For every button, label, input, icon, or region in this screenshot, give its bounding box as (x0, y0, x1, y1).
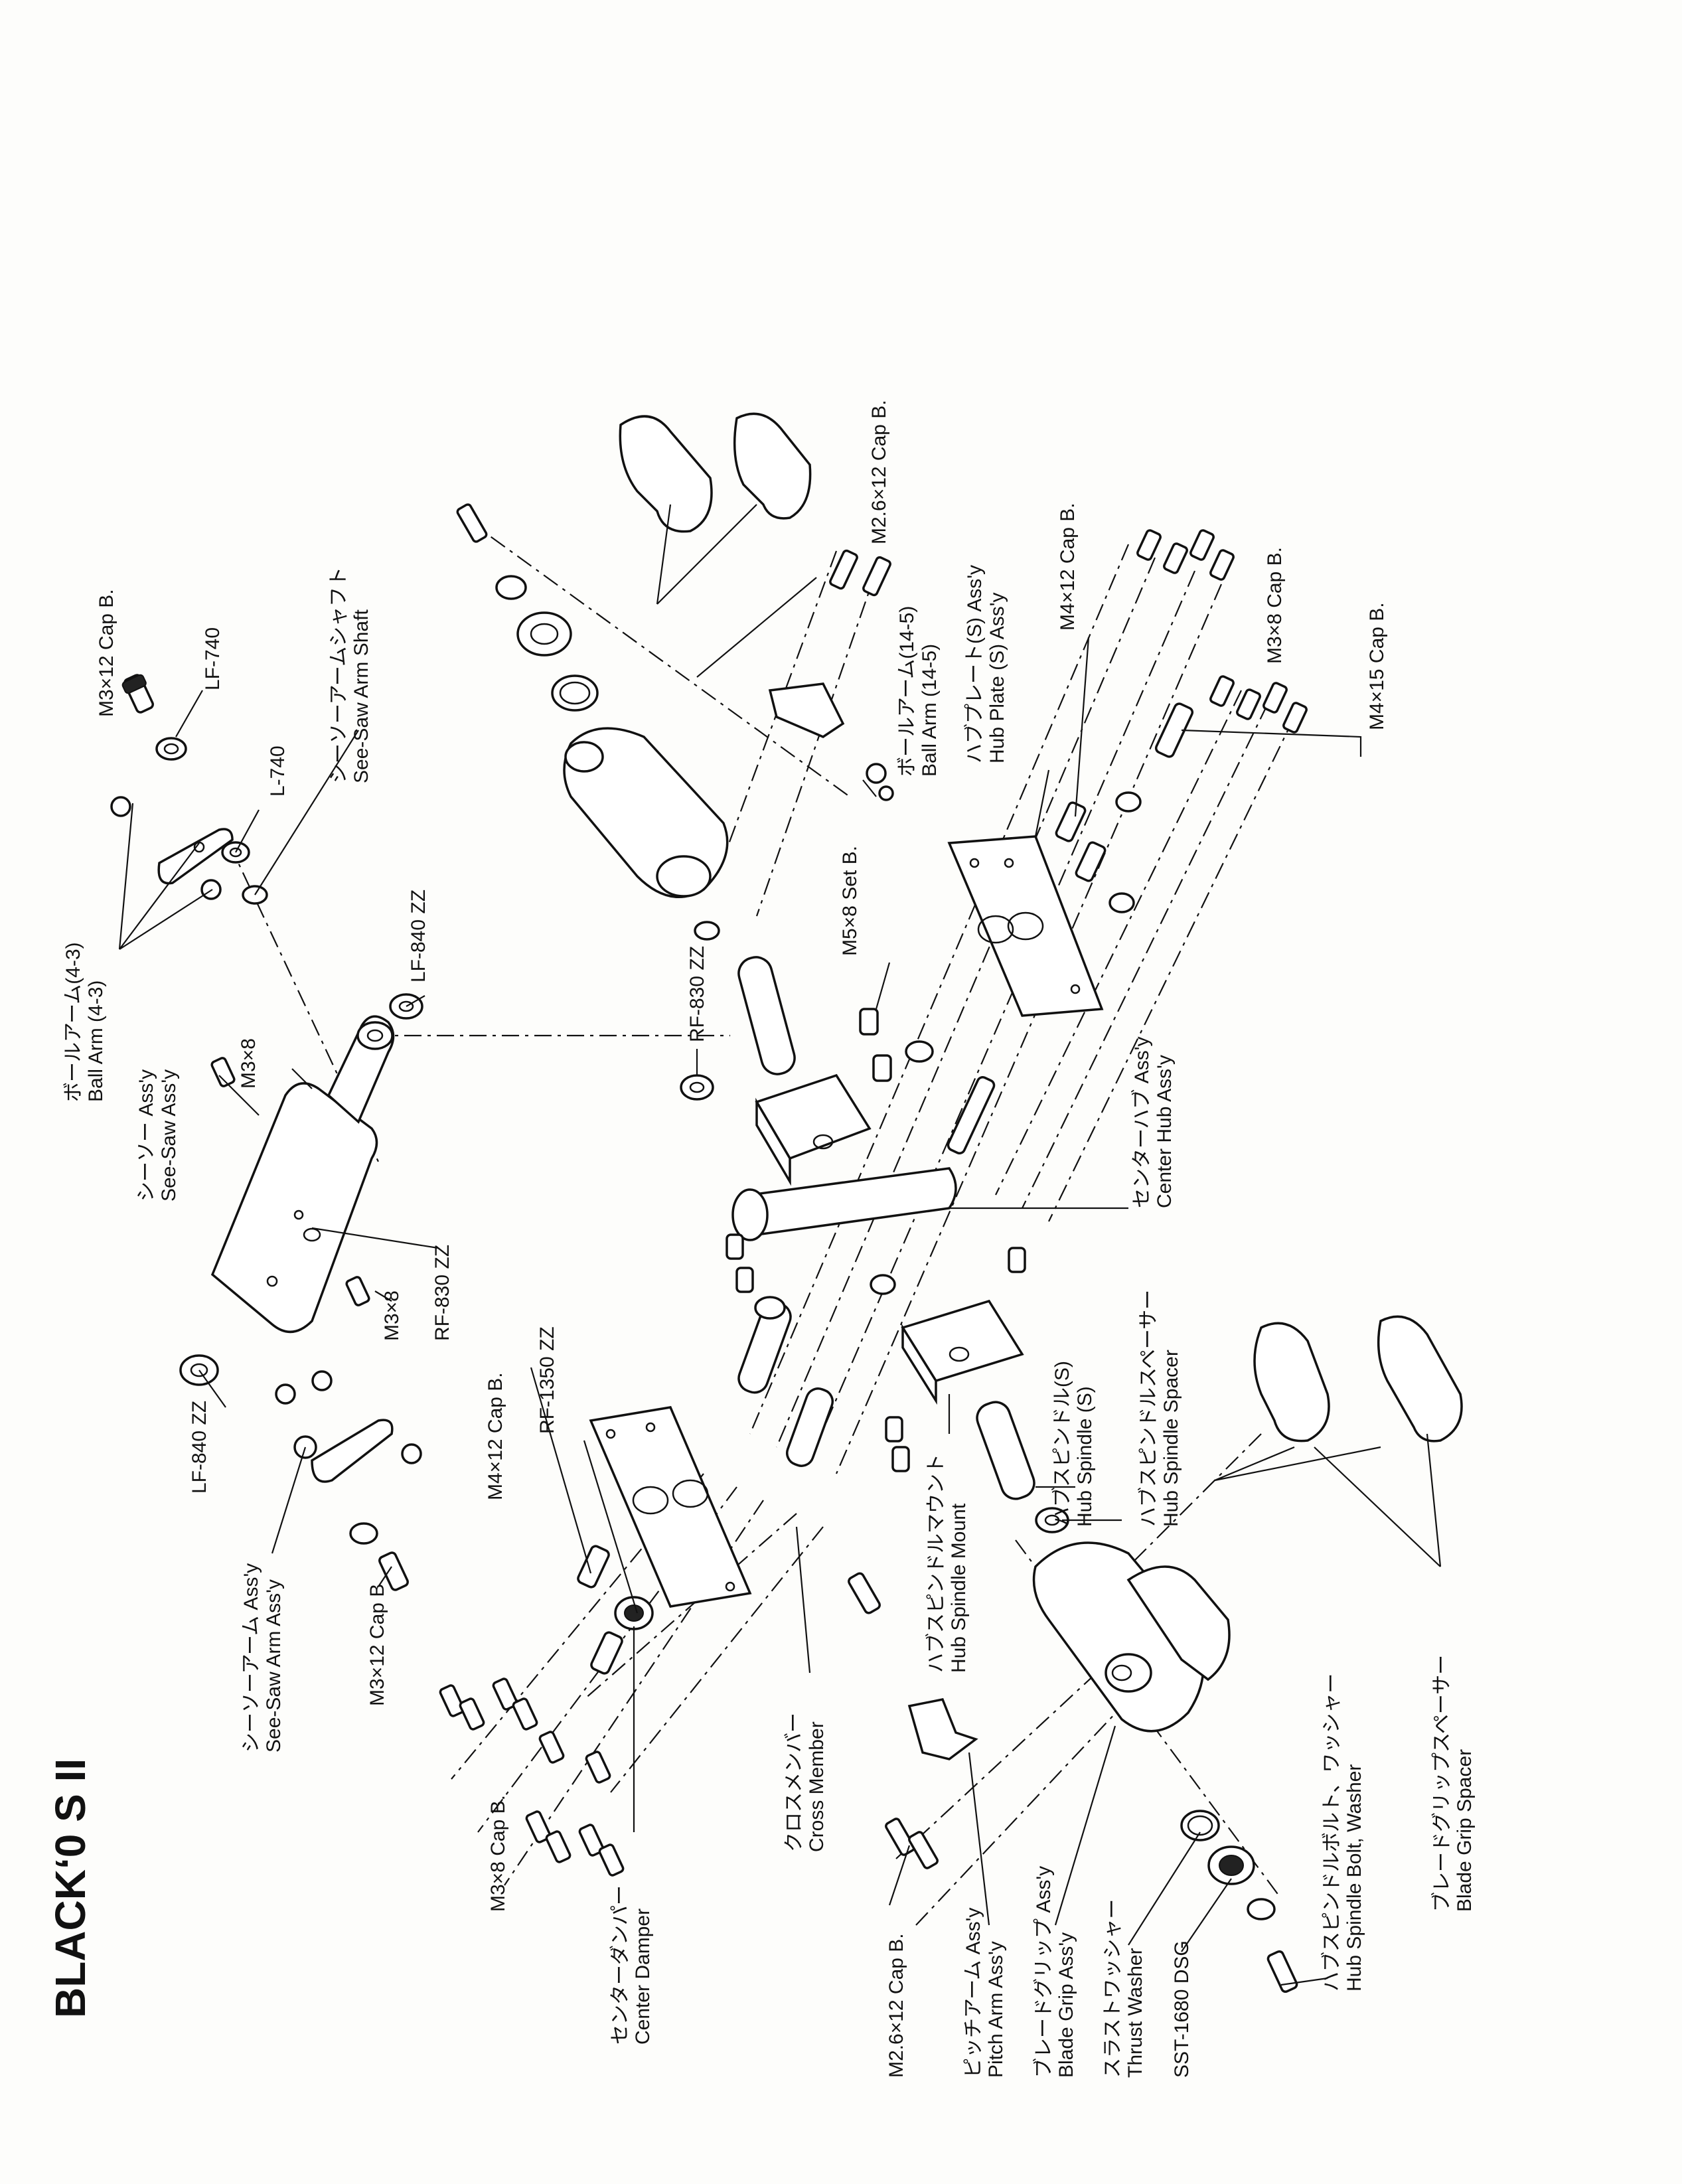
blade-grip-assy-lower (1032, 1541, 1231, 1733)
label-center-damper-jp: センターダンパー (609, 1885, 631, 2045)
ball-arm-14-5 (768, 682, 894, 801)
label-blade-grip-spacer-en: Blade Grip Spacer (1454, 1749, 1476, 1912)
set-screws-cluster (726, 1233, 1026, 1472)
thrust-washer-bottom (1180, 1810, 1220, 1841)
m4x12-bolts-left (577, 1545, 623, 1675)
label-hub-spindle-en: Hub Spindle (S) (1074, 1386, 1096, 1527)
label-blade-grip-en: Blade Grip Ass'y (1055, 1932, 1077, 2078)
label-m4x12-cap-b-right: M4×12 Cap B. (1057, 503, 1079, 631)
m5x8-set-b (859, 1008, 892, 1082)
part-labels: M3×12 Cap B. LF-740 L-740 シーソーアームシャフト Se… (62, 400, 1476, 2078)
label-hub-bolt-jp: ハブスピンドルボルト、ワッシャー (1321, 1674, 1343, 1991)
label-l740: L-740 (267, 745, 289, 797)
label-rf1350: RF-1350 ZZ (536, 1326, 558, 1434)
center-damper-top (737, 956, 796, 1075)
l740-bearing (221, 841, 250, 864)
label-rf830-mid: RF-830 ZZ (686, 946, 708, 1042)
label-hub-spindle-spacer-jp: ハブスピンドルスペーサー (1138, 1290, 1160, 1527)
m3x8-bolts-bottom-left (439, 1677, 625, 1877)
blade-grip-spacer-upper (619, 412, 812, 533)
seesaw-arm-assy-lower (275, 1370, 422, 1591)
label-m4x15-cap-b: M4×15 Cap B. (1366, 602, 1388, 730)
label-m3x8-cap-b-right: M3×8 Cap B. (1264, 547, 1286, 664)
label-rf830-left: RF-830 ZZ (431, 1245, 453, 1341)
label-cross-member-en: Cross Member (806, 1721, 828, 1852)
label-lf740: LF-740 (202, 627, 224, 690)
lf740-bearing (155, 737, 187, 761)
label-hub-spindle-spacer-en: Hub Spindle Spacer (1160, 1350, 1182, 1527)
label-m3x8-cap-b-left: M3×8 Cap B. (487, 1795, 509, 1912)
m3x12-bolt-top (121, 674, 154, 714)
blade-grip-spacer-lower (1253, 1315, 1463, 1443)
label-center-damper-en: Center Damper (632, 1909, 654, 2045)
label-ball-arm-4-3-jp: ボールアーム(4-3) (62, 942, 84, 1102)
m26x12-bolts-bottom (885, 1818, 939, 1869)
label-hub-spindle-mount-jp: ハブスピンドルマウント (925, 1454, 947, 1673)
label-ball-arm-4-3-en: Ball Arm (4-3) (85, 980, 107, 1102)
m4x15-bolt (1154, 702, 1194, 758)
label-seesaw-arm-assy-jp: シーソーアーム Ass'y (240, 1563, 262, 1753)
m3x8-bolt-b (345, 1276, 370, 1306)
label-m26x12-top: M2.6×12 Cap B. (868, 400, 890, 544)
label-center-hub-jp: センターハブ Ass'y (1131, 1037, 1153, 1208)
thrust-washer-top (456, 503, 599, 712)
label-thrust-washer-en: Thrust Washer (1124, 1948, 1146, 2078)
washer-small-upper (694, 921, 720, 941)
label-hub-spindle-mount-en: Hub Spindle Mount (948, 1503, 970, 1673)
page-title: BLACKʻ0 S II (46, 1758, 94, 2018)
cross-member (737, 1301, 834, 1467)
label-m26x12-bottom: M2.6×12 Cap B. (885, 1933, 907, 2078)
label-seesaw-arm-assy-en: See-Saw Arm Ass'y (263, 1579, 285, 1753)
hub-spindle-bolt-washer (1247, 1898, 1298, 1993)
label-blade-grip-jp: ブレードグリップ Ass'y (1033, 1866, 1055, 2078)
m4-bolt-center (905, 1040, 996, 1154)
label-thrust-washer-jp: スラストワッシャー (1102, 1899, 1124, 2078)
hub-spindle-s (976, 1401, 1035, 1500)
label-seesaw-assy-jp: シーソー Ass'y (135, 1069, 157, 1202)
label-pitch-arm-jp: ピッチアーム Ass'y (962, 1908, 984, 2078)
center-hub-assy (731, 1167, 957, 1241)
hub-plate-lower (589, 1406, 752, 1608)
m3x8-bolts-top-right (1136, 529, 1308, 734)
label-seesaw-shaft-en: See-Saw Arm Shaft (350, 609, 372, 783)
label-m3x12-cap-b-bottom: M3×12 Cap B (366, 1584, 388, 1706)
m4x12-bolts-right (1055, 791, 1142, 913)
label-ball-arm-14-5-en: Ball Arm (14-5) (919, 644, 941, 777)
label-hub-plate-jp: ハブプレート(S) Ass'y (964, 565, 986, 763)
seesaw-assy (210, 1015, 395, 1334)
rf830-bearing-mid (680, 1074, 714, 1101)
ball-arm-4-3-upper (110, 796, 234, 900)
label-sst1680: SST-1680 DSG (1171, 1940, 1193, 2078)
m3x8-bolt-a (210, 1057, 236, 1087)
blade-grip-upper (563, 727, 729, 898)
hub-plate-s-assy (947, 835, 1104, 1017)
label-center-hub-en: Center Hub Ass'y (1154, 1055, 1176, 1208)
pitch-arm-assy (848, 1572, 978, 1760)
label-m3x12-cap-b-top: M3×12 Cap B. (96, 589, 117, 717)
hub-spindle-mount-lower (901, 1299, 1024, 1405)
label-m4x12-cap-b-left: M4×12 Cap B. (485, 1372, 506, 1500)
label-hub-bolt-en: Hub Spindle Bolt, Washer (1343, 1764, 1365, 1991)
label-m5x8-set-b: M5×8 Set B. (839, 846, 861, 956)
label-ball-arm-14-5-jp: ボールアーム(14-5) (896, 606, 918, 777)
leader-lines (118, 504, 1442, 1986)
label-hub-spindle-jp: ハブスピンドル(S) (1051, 1361, 1073, 1527)
label-m3x8-b: M3×8 (381, 1290, 403, 1341)
label-cross-member-jp: クロスメンバー (783, 1713, 805, 1852)
rf1350-bearing (754, 1296, 786, 1320)
label-lf840-bottom: LF-840 ZZ (189, 1401, 210, 1494)
m26x12-bolts-top (829, 549, 891, 597)
label-seesaw-shaft-jp: シーソーアームシャフト (328, 567, 350, 783)
hub-spindle-mount-upper (755, 1073, 872, 1186)
label-hub-plate-en: Hub Plate (S) Ass'y (986, 593, 1008, 764)
label-blade-grip-spacer-jp: ブレードグリップスペーサー (1431, 1655, 1453, 1912)
sst1680-bearing (1207, 1845, 1255, 1885)
label-seesaw-assy-en: See-Saw Ass'y (158, 1069, 180, 1202)
center-damper (614, 1596, 654, 1630)
label-pitch-arm-en: Pitch Arm Ass'y (985, 1941, 1007, 2078)
label-m3x8-a: M3×8 (238, 1038, 260, 1089)
label-lf840-top: LF-840 ZZ (408, 890, 429, 982)
